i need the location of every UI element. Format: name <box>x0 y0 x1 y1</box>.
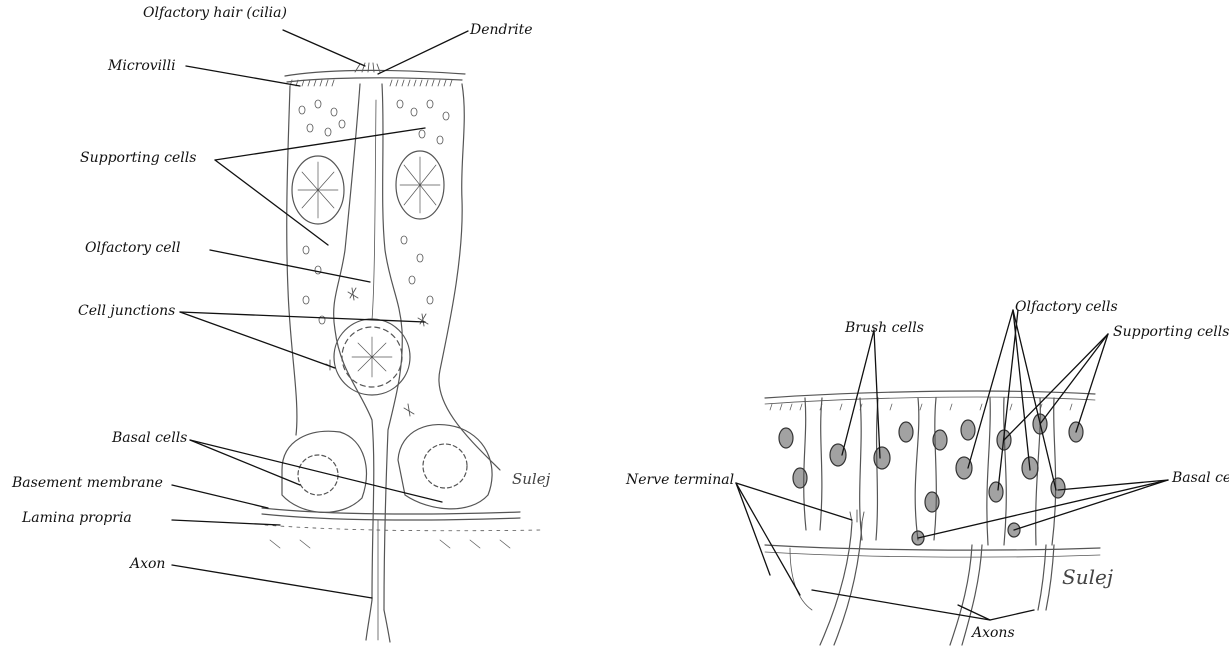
label-nerve-terminal: Nerve terminal <box>626 472 734 488</box>
left-olfactory-epithelium-drawing <box>262 63 540 642</box>
label-cell-junctions: Cell junctions <box>78 303 175 319</box>
label-olfactory-cells: Olfactory cells <box>1015 299 1118 315</box>
label-dendrite: Dendrite <box>470 22 533 38</box>
label-basal-cells-right: Basal cells <box>1172 470 1229 486</box>
artist-signature-right: Sulej <box>1062 565 1113 589</box>
label-supporting-cells: Supporting cells <box>80 150 196 166</box>
label-olfactory-cell: Olfactory cell <box>85 240 181 256</box>
label-axons: Axons <box>972 625 1015 641</box>
label-brush-cells: Brush cells <box>845 320 924 336</box>
label-olfactory-hair: Olfactory hair (cilia) <box>143 5 287 21</box>
label-axon: Axon <box>130 556 165 572</box>
artist-signature-left: Sulej <box>512 470 550 488</box>
label-basal-cells: Basal cells <box>112 430 187 446</box>
label-basement-membrane: Basement membrane <box>12 475 163 491</box>
label-lamina-propria: Lamina propria <box>22 510 132 526</box>
label-microvilli: Microvilli <box>108 58 176 74</box>
label-supporting-cells-right: Supporting cells <box>1113 324 1229 340</box>
